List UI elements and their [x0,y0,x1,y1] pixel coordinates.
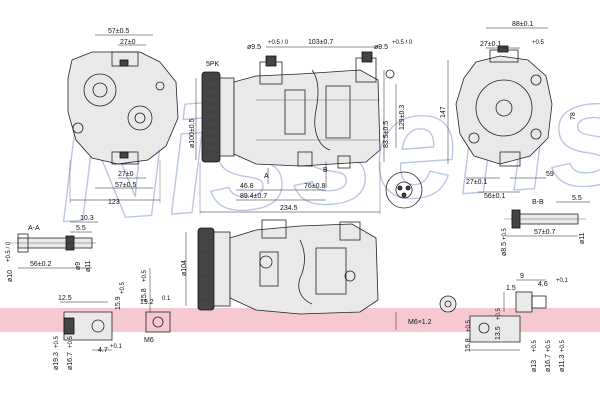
dim-10-phi: ø10 [7,270,14,282]
dim-27-bottom: 27±0 [118,171,134,178]
tol-13-5: +0.5 [496,307,502,320]
dim-13-phi: ø13 [531,360,538,372]
dim-15-8-right: 15.8 [465,338,472,352]
tol-19-2: 0.1 [162,296,171,302]
tol-15-9: +0.5 [120,281,126,294]
view-middle: ø104 15.8 +0.5 19.2 0.1 M6×1.2 [140,219,432,330]
dim-16-7-left: ø16.7 [67,352,74,370]
dim-27-bottom-right: 27±0.1 [466,179,487,186]
section-b-b-label: B-B [532,199,544,206]
tol-16-7-right: +0.5 [546,339,552,352]
dim-5-5-right: 5.5 [572,195,582,202]
view-top-left: 57±0.5 27±0 27±0 57±0.5 123 [67,28,179,206]
tol-9-5-left: +0.5 / 0 [268,40,289,46]
tol-15-8-right: +0.5 [466,319,472,332]
tol-top-right: +0.5 [532,40,545,46]
dim-88: 88±0.1 [512,21,533,28]
dim-9-5-left: ø9.5 [247,44,261,51]
dim-10-3: 10.3 [80,215,94,222]
view-top-right: 88±0.1 27±0.1 +0.5 147 78 27±0.1 59 56±0… [440,21,577,200]
dim-19-2: 19.2 [140,299,154,306]
dim-78: 78 [570,112,577,120]
dim-12-5: 12.5 [58,295,72,302]
tol-13-phi: +0.5 [532,339,538,352]
tol-15-8-left: +0.5 [142,269,148,282]
dim-4-7: 4.7 [98,347,108,354]
tol-19-3: +0.5 [54,335,60,348]
dim-11-phi-right: ø11 [579,232,586,244]
dim-100: ø100±0.5 [189,118,196,148]
dim-1-5: 1.5 [506,285,516,292]
dim-56-left: 56±0.2 [30,261,51,268]
dim-15-8-left: 15.8 [141,288,148,302]
dim-103: 103±0.7 [308,39,333,46]
tol-16-7-left: +0.5 [68,335,74,348]
fitting-bottom-right: 15.8 +0.5 13.5 +0.5 ø13 +0.5 ø16.7 +0.5 … [439,295,566,372]
fitting-right: 9 4.6 +0.1 1.5 [503,273,569,313]
dim-15-9: 15.9 [115,296,122,310]
dim-83-5: 83.5±0.5 [383,121,390,148]
dim-16-7-right: ø16.7 [545,354,552,372]
tol-11-3-phi: +0.5 [560,339,566,352]
tol-8-5-phi: +0.5 [502,227,508,240]
dim-46-8: 46.8 [240,183,254,190]
dim-9-5-right: ø9.5 [374,44,388,51]
dim-5-5-left: 5.5 [76,225,86,232]
tol-4-7: +0.1 [110,344,123,350]
section-a-a-label: A-A [28,225,40,232]
dim-27-top-right: 27±0.1 [480,41,501,48]
dim-4-6: 4.6 [538,281,548,288]
dim-104: ø104 [181,260,188,276]
section-b-b: B-B 5.5 ø8.5 +0.5 57±0.7 ø11 [501,195,590,256]
dim-9-phi-left: ø9 [75,262,82,270]
label-5pk: 5PK [206,61,220,68]
dim-8-5-phi: ø8.5 [501,242,508,256]
dim-13-5: 13.5 [495,326,502,340]
dim-59: 59 [546,171,554,178]
dim-89-4: 89.4±0.7 [240,193,267,200]
dim-57-right: 57±0.7 [534,229,555,236]
dim-123: 123 [108,199,120,206]
dim-76: 76±0.8 [304,183,325,190]
dim-147: 147 [440,106,447,118]
dim-57-top: 57±0.5 [108,28,129,35]
dim-27-top: 27±0 [120,39,136,46]
thread-m6: M6 [144,337,154,344]
dim-11-phi-left: ø11 [85,260,92,272]
thread-m6-1-2: M6×1.2 [408,319,432,326]
section-a: A [264,173,269,180]
dim-234-5: 234.5 [280,205,298,212]
dim-9: 9 [520,273,524,280]
tol-9-5-right: +0.5 / 0 [392,40,413,46]
tol-4-6: +0.1 [556,278,569,284]
view-top-middle: 5PK ø9.5 +0.5 / 0 103±0.7 ø9.5 +0.5 / 0 … [189,39,423,214]
section-b: B [323,167,328,174]
dim-56-right: 56±0.1 [484,193,505,200]
fitting-bottom-left: 12.5 15.9 +0.5 ø19.3 +0.5 ø16.7 +0.5 4.7… [53,281,171,370]
tol-10-phi: +0.5 / 0 [6,241,12,262]
dim-129: 129±0.3 [399,105,406,130]
dim-11-3-phi: ø11.3 [559,355,566,372]
dim-19-3: ø19.3 [53,352,60,370]
dim-57-bottom: 57±0.5 [115,182,136,189]
section-a-a: A-A 10.3 5.5 ø10 +0.5 / 0 56±0.2 ø9 ø11 [6,215,98,282]
